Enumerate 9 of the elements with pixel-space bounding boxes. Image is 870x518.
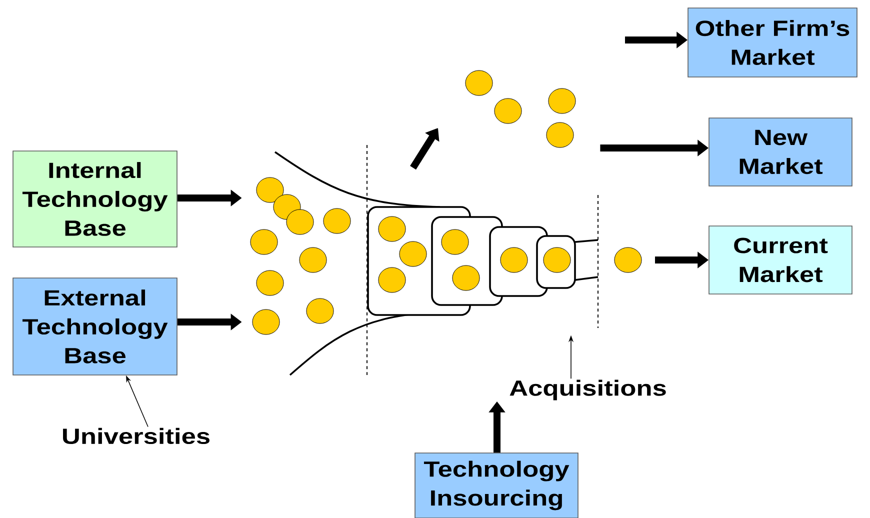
text-box: Other Firm’s Market (688, 8, 858, 78)
label-text: Acquisitions (510, 380, 666, 400)
text-box: New Market (708, 118, 852, 186)
label-text: Universities (63, 428, 210, 444)
funnel-drawing (250, 144, 642, 376)
text-box: External Technology Base (12, 278, 178, 376)
text-box: Current Market (708, 226, 852, 294)
text-box: Internal Technology Base (12, 150, 178, 248)
text-box: Technology Insourcing (414, 452, 578, 518)
